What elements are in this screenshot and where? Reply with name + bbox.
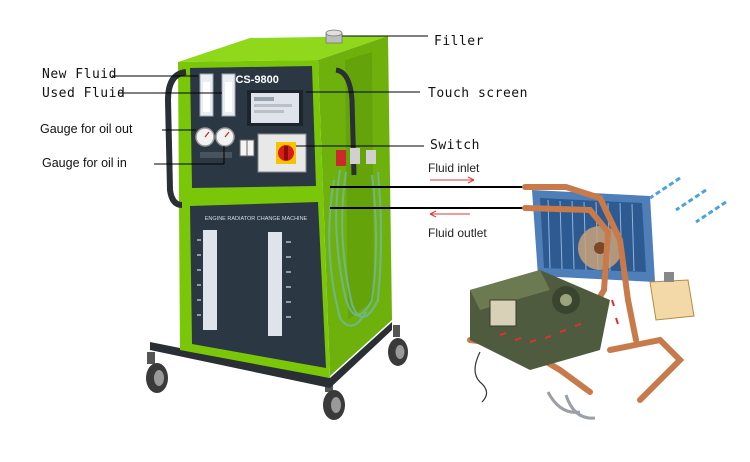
caster-wheel-rear-right (388, 325, 408, 366)
coiled-hoses (328, 169, 382, 327)
label-used-fluid: Used Fluid (42, 86, 126, 101)
label-switch: Switch (430, 138, 480, 153)
filler-cap (325, 29, 343, 44)
coolant-flow-markers (499, 299, 619, 343)
gauge-oil-in (215, 127, 235, 147)
used-fluid-tube (221, 73, 236, 117)
model-label: WCS-9800 (225, 74, 279, 86)
main-switch (257, 133, 307, 173)
label-fluid-inlet: Fluid inlet (428, 161, 480, 175)
label-gauge-oil-out: Gauge for oil out (40, 122, 133, 136)
level-gauge-left (197, 230, 217, 330)
engine-cooling-system (467, 176, 727, 420)
right-handle (335, 67, 357, 176)
caster-wheel-rear-left (146, 352, 168, 393)
label-gauge-oil-in: Gauge for oil in (42, 156, 127, 170)
label-fluid-outlet: Fluid outlet (428, 226, 487, 240)
label-new-fluid: New Fluid (42, 67, 117, 82)
fluid-inlet-arrow (430, 176, 475, 184)
radiator-fan (578, 226, 622, 270)
service-book-icon (239, 139, 255, 157)
lower-hoses (546, 391, 596, 420)
gauge-oil-out (195, 127, 215, 147)
fluid-outlet-arrow (429, 210, 470, 218)
new-fluid-tube (199, 73, 214, 117)
gauge-plate (200, 152, 232, 158)
label-filler: Filler (434, 34, 484, 49)
airflow-arrows (649, 176, 727, 224)
coolant-machine: WCS-9800 (146, 29, 408, 420)
wiring (474, 351, 488, 403)
level-gauge-right (268, 232, 291, 336)
leader-lines (112, 35, 428, 165)
lower-panel (190, 202, 326, 368)
touch-screen (247, 90, 303, 126)
base-frame (150, 322, 392, 388)
expansion-tank (649, 272, 695, 321)
engine-block (470, 270, 610, 370)
label-touch-screen: Touch screen (428, 86, 528, 101)
hose-ports (336, 148, 376, 166)
panel-title: ENGINE RADIATOR CHANGE MACHINE (205, 216, 308, 222)
